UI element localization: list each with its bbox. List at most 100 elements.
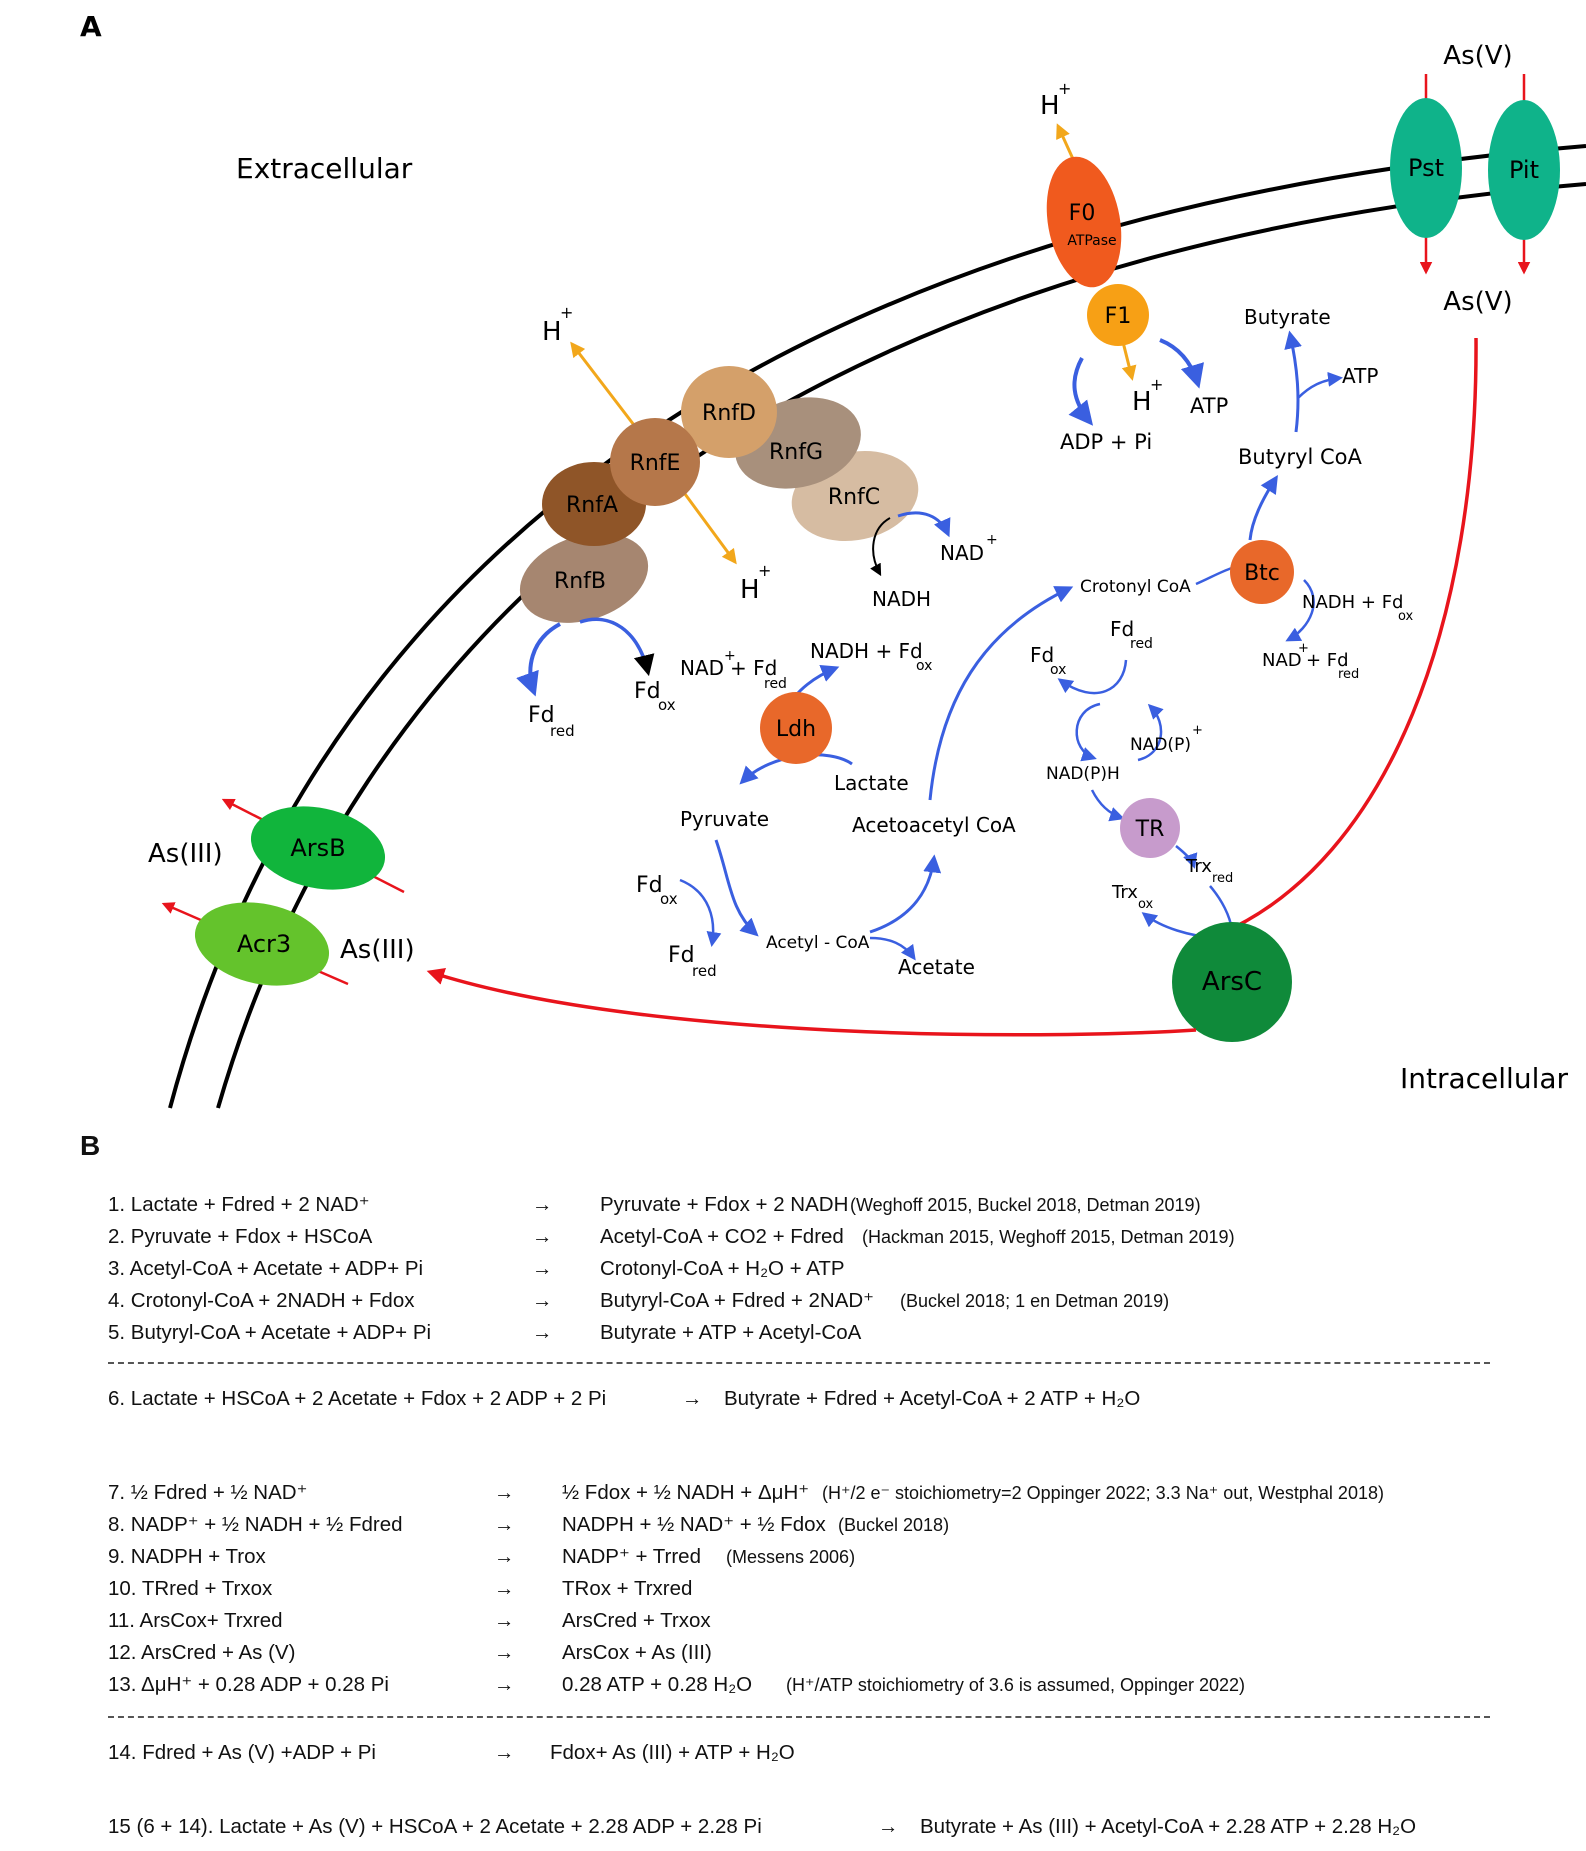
rnfc-nadh-arrow [870,517,891,577]
nad-rnf-plus: + [986,532,998,548]
rnfb-fd-arrow [516,622,561,697]
eq-15-arrow: → [878,1815,899,1838]
divider-1 [108,1362,1490,1364]
eq-10-arrow: → [494,1577,515,1600]
butyrate-label: Butyrate [1244,305,1331,329]
eq-2-cite: (Hackman 2015, Weghoff 2015, Detman 2019… [862,1227,1235,1247]
pit-transporter [1488,100,1560,240]
trx-red-sub: red [1212,871,1233,886]
trx-ox-sub: ox [1138,897,1154,912]
fd-tr-arrow [1057,659,1128,695]
fd-red-acetyl: Fd [668,943,695,968]
eq-3-arrow: → [532,1257,553,1280]
eq-9-left: 9. NADPH + Trox [108,1545,266,1568]
eq-5-left: 5. Butyryl-CoA + Acetate + ADP+ Pi [108,1321,432,1344]
btc-label: Btc [1244,561,1280,586]
fd-ox-acetyl: Fd [636,873,663,898]
ldh-fd-red-sub: red [764,676,787,692]
arsc-label: ArsC [1202,967,1262,997]
fd-red-rnf: Fd [528,703,555,728]
acetoacetyl-crotonyl-arrow [928,586,1074,801]
acetate-label: Acetate [898,955,975,979]
acr3-transporter [194,902,330,986]
eq-9-right: NADP⁺ + Trred [562,1545,701,1568]
eq-13-arrow: → [494,1673,515,1696]
eq-10-left: 10. TRred + Trxox [108,1577,273,1600]
atp-label-1: ATP [1190,394,1228,418]
eq-8-right: NADPH + ½ NAD⁺ + ½ Fdox [562,1513,826,1536]
eq-8-cite: (Buckel 2018) [838,1515,950,1535]
btc-nadh-fd-ox-sub: ox [1398,609,1414,624]
fd-red-tr-sub: red [1130,636,1153,652]
eq-13-left: 13. ΔμH⁺ + 0.28 ADP + 0.28 Pi [108,1673,389,1696]
pit-label: Pit [1509,156,1539,184]
fd-ox-tr: Fd [1030,643,1054,667]
acetate-out-arrow [869,936,916,961]
eq-1-left: 1. Lactate + Fdred + 2 NAD⁺ [108,1193,370,1216]
butyryl-atp-arrow [1297,371,1343,399]
eq-2-left: 2. Pyruvate + Fdox + HSCoA [108,1225,373,1248]
butyryl-coa-label: Butyryl CoA [1238,445,1362,469]
h-rnf-in: H [740,575,760,605]
eq-13-right: 0.28 ATP + 0.28 H₂O [562,1673,753,1696]
as-iii-out-label: As(III) [148,839,223,869]
eq-6-arrow: → [682,1387,703,1410]
arsb-transporter [250,806,386,890]
eq-5-right: Butyrate + ATP + Acetyl-CoA [600,1321,862,1344]
nadp-reduction-arrow [1075,702,1101,762]
eq-6-right: Butyrate + Fdred + Acetyl-CoA + 2 ATP + … [724,1387,1141,1410]
eq-10-right: TRox + Trxred [562,1577,693,1600]
acetyl-acetoacetyl-arrow [869,854,942,934]
rnfe-label: RnfE [630,451,681,476]
eq-3-left: 3. Acetyl-CoA + Acetate + ADP+ Pi [108,1257,424,1280]
eq-2-arrow: → [532,1225,553,1248]
trx-red-label: Trx [1185,856,1212,877]
ldh-nad-plus: + [724,648,736,664]
eq-9-arrow: → [494,1545,515,1568]
eq-15-left: 15 (6 + 14). Lactate + As (V) + HSCoA + … [108,1815,762,1838]
eq-13-cite: (H⁺/ATP stoichiometry of 3.6 is assumed,… [786,1675,1246,1695]
eq-14-left: 14. Fdred + As (V) +ADP + Pi [108,1741,376,1764]
as-v-top-label: As(V) [1443,41,1512,71]
btc-fd-label: + Fd [1306,650,1349,671]
atp-label-2: ATP [1342,364,1378,388]
eq-7-cite: (H⁺/2 e⁻ stoichiometry=2 Oppinger 2022; … [822,1483,1384,1503]
eq-7-left: 7. ½ Fdred + ½ NAD⁺ [108,1481,308,1504]
h-atpase-out: H [1040,91,1060,121]
eq-4-arrow: → [532,1289,553,1312]
butyryl-butyrate-arrow [1284,330,1302,433]
eq-6-left: 6. Lactate + HSCoA + 2 Acetate + Fdox + … [108,1387,607,1410]
rnfc-nad-arrow [897,511,951,538]
lactate-label: Lactate [834,771,909,795]
nadh-rnf-label: NADH [872,587,931,611]
eq-8-arrow: → [494,1513,515,1536]
eq-14-arrow: → [494,1741,515,1764]
nadp-plus-label: NAD(P) [1130,735,1191,755]
tr-label: TR [1135,817,1165,842]
tr-enzyme [1120,798,1180,858]
h-atpase-out-plus: + [1058,79,1071,98]
btc-enzyme [1230,540,1294,604]
pathway-diagram: A Extracellular Intracellular Pst Pit As… [80,10,1586,1109]
fd-red-acetyl-sub: red [692,962,717,980]
pyruvate-acetylcoa-arrow [714,839,759,937]
fd-ox-tr-sub: ox [1050,662,1066,678]
ldh-fd-label: + Fd [730,656,777,680]
nadph-label: NAD(P)H [1046,764,1120,784]
ldh-enzyme [760,692,832,764]
as-v-inner-label: As(V) [1443,287,1512,317]
nad-rnf-label: NAD [940,541,984,565]
rnfd-label: RnfD [702,401,756,426]
extracellular-label: Extracellular [236,152,413,185]
eq-1-cite: (Weghoff 2015, Buckel 2018, Detman 2019) [850,1195,1201,1215]
pst-transporter [1390,98,1462,238]
crotonyl-btc-line [1195,566,1233,586]
arsc-to-acr3-arrow [426,967,1197,1037]
f0-subunit [1046,156,1122,288]
eq-12-left: 12. ArsCred + As (V) [108,1641,296,1664]
btc-butyryl-arrow [1248,474,1278,541]
panel-label-b: B [80,1130,101,1161]
h-rnf-in-plus: + [758,561,771,580]
fd-ox-rnf: Fd [634,679,661,704]
btc-nad-arrow [1285,579,1315,642]
